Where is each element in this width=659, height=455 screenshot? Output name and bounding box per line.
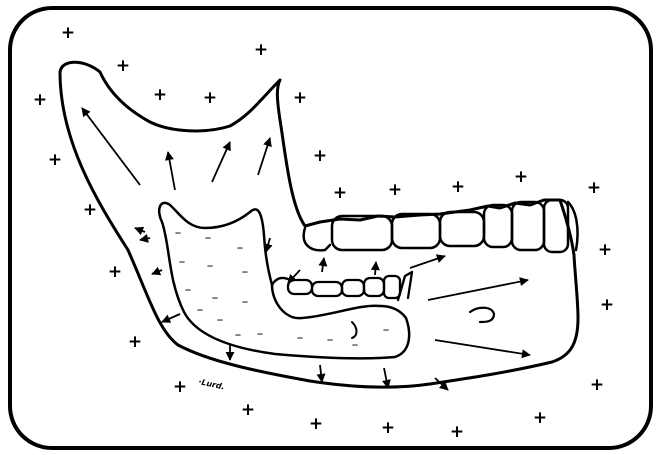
plus-sign: + bbox=[533, 408, 547, 428]
plus-sign: + bbox=[48, 150, 62, 170]
minus-sign: – bbox=[207, 259, 214, 274]
plus-sign: + bbox=[388, 180, 402, 200]
field-arrow bbox=[375, 262, 376, 275]
plus-sign: + bbox=[173, 377, 187, 397]
plus-sign: + bbox=[108, 262, 122, 282]
plus-sign: + bbox=[293, 88, 307, 108]
minus-sign: – bbox=[217, 313, 224, 328]
minus-sign: – bbox=[197, 303, 204, 318]
plus-sign: + bbox=[381, 418, 395, 438]
plus-sign: + bbox=[241, 400, 255, 420]
plus-sign: + bbox=[450, 422, 464, 442]
plus-sign: + bbox=[128, 332, 142, 352]
minus-sign: – bbox=[352, 338, 359, 353]
minus-sign: – bbox=[179, 255, 186, 270]
minus-sign: – bbox=[185, 283, 192, 298]
minus-sign: – bbox=[297, 331, 304, 346]
minus-sign: – bbox=[212, 291, 219, 306]
plus-sign: + bbox=[83, 200, 97, 220]
plus-sign: + bbox=[333, 183, 347, 203]
minus-sign: – bbox=[383, 323, 390, 338]
plus-sign: + bbox=[600, 295, 614, 315]
plus-sign: + bbox=[313, 146, 327, 166]
minus-sign: – bbox=[242, 265, 249, 280]
plus-sign: + bbox=[61, 23, 75, 43]
plus-sign: + bbox=[598, 240, 612, 260]
plus-sign: + bbox=[587, 178, 601, 198]
plus-sign: + bbox=[254, 40, 268, 60]
minus-sign: – bbox=[327, 333, 334, 348]
plus-sign: + bbox=[33, 90, 47, 110]
minus-sign: – bbox=[237, 241, 244, 256]
minus-sign: – bbox=[175, 226, 182, 241]
plus-sign: + bbox=[451, 177, 465, 197]
minus-sign: – bbox=[235, 328, 242, 343]
minus-sign: – bbox=[257, 327, 264, 342]
plus-sign: + bbox=[309, 414, 323, 434]
figure-frame bbox=[10, 8, 651, 448]
plus-sign: + bbox=[153, 85, 167, 105]
plus-sign: + bbox=[590, 375, 604, 395]
minus-sign: – bbox=[205, 231, 212, 246]
minus-sign: – bbox=[242, 295, 249, 310]
plus-sign: + bbox=[514, 167, 528, 187]
plus-sign: + bbox=[203, 88, 217, 108]
plus-sign: + bbox=[116, 56, 130, 76]
